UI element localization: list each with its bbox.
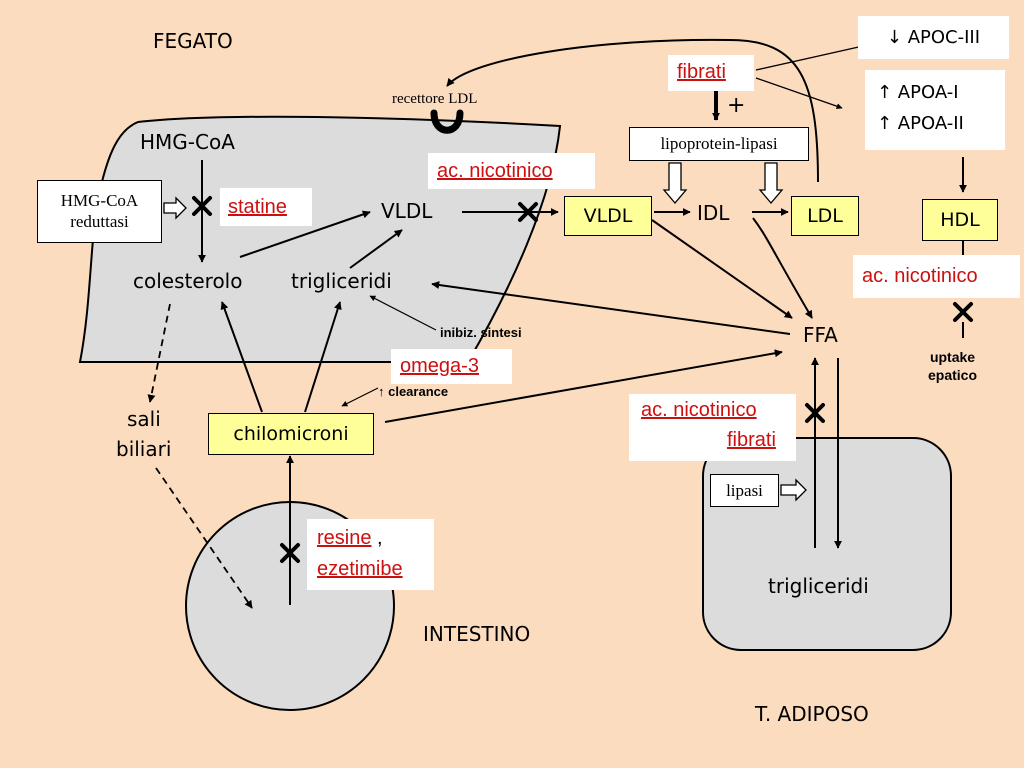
hdl-box: HDL	[922, 199, 998, 241]
omega3-box	[391, 349, 512, 384]
apoa-box	[865, 70, 1005, 150]
liver-trigliceridi-label: trigliceridi	[291, 269, 392, 293]
ldl-receptor-shape	[430, 109, 464, 134]
clearance-label: ↑ clearance	[378, 384, 449, 399]
apoa1-label: ↑ APOA-I	[877, 82, 959, 103]
statine-label: statine	[228, 196, 287, 218]
nicotinic-acid-right-label: ac. nicotinico	[862, 265, 978, 287]
sali-label: sali	[127, 407, 161, 431]
reductase-line2: reduttasi	[70, 211, 129, 231]
inibiz-sintesi-label: inibiz. sintesi	[440, 325, 522, 340]
hmgcoa-label: HMG-CoA	[140, 130, 235, 154]
uptake-line2: epatico	[928, 366, 978, 383]
fibrati-adipose-label: fibrati	[727, 429, 776, 451]
liver-label: FEGATO	[153, 29, 233, 53]
colesterolo-label: colesterolo	[133, 269, 243, 293]
adipose-trigliceridi-label: trigliceridi	[768, 574, 869, 598]
liver-vldl-label: VLDL	[381, 199, 433, 223]
uptake-label: uptake epatico	[928, 349, 977, 384]
adipose-shape	[702, 437, 952, 651]
resine-line: resine ,	[317, 527, 383, 550]
block-cross-lipolysis	[805, 403, 825, 423]
resine-label: resine	[317, 527, 372, 549]
hollow-arrow-lpl-2	[758, 162, 784, 205]
block-cross-hdl-uptake	[953, 302, 973, 322]
resine-ezetimibe-box	[307, 519, 434, 590]
fibrati-top-box	[668, 55, 754, 91]
nicotinic-acid-right-box	[853, 255, 1020, 298]
block-cross-statine	[192, 196, 212, 216]
nicotinic-acid-adipose-label: ac. nicotinico	[641, 399, 757, 421]
adipose-drugs-box	[629, 394, 796, 461]
omega3-label: omega-3	[400, 355, 479, 377]
chylomicron-box: chilomicroni	[208, 413, 374, 455]
ezetimibe-label: ezetimibe	[317, 558, 403, 580]
idl-label: IDL	[697, 201, 730, 225]
lipasi-box: lipasi	[710, 474, 779, 507]
hollow-arrow-lpl-1	[662, 162, 688, 205]
nicotinic-acid-top-box	[428, 153, 595, 189]
uptake-line1: uptake	[929, 349, 976, 365]
statine-box	[220, 188, 312, 226]
adipose-label: T. ADIPOSO	[755, 702, 869, 726]
vldl-box: VLDL	[564, 196, 652, 236]
apoa2-label: ↑ APOA-II	[877, 113, 964, 134]
lpl-box: lipoprotein-lipasi	[629, 127, 809, 161]
biliari-label: biliari	[116, 437, 172, 461]
plus-sign: +	[727, 93, 746, 118]
block-cross-resine	[280, 543, 300, 563]
ldl-receptor-label: recettore LDL	[392, 91, 478, 107]
hollow-arrow-reductase	[163, 196, 187, 220]
block-cross-vldl	[518, 202, 538, 222]
apoc3-box: ↓ APOC-III	[858, 16, 1009, 59]
fibrati-top-label: fibrati	[677, 61, 726, 83]
hollow-arrow-lipasi	[780, 478, 807, 502]
reductase-line1: HMG-CoA	[60, 191, 139, 211]
ffa-label: FFA	[803, 323, 838, 347]
ldl-box: LDL	[791, 196, 859, 236]
hmgcoa-reductase-box: HMG-CoA reduttasi	[37, 180, 162, 243]
nicotinic-acid-top-label: ac. nicotinico	[437, 160, 553, 182]
intestine-label: INTESTINO	[423, 622, 531, 646]
resine-separator: ,	[371, 527, 383, 549]
